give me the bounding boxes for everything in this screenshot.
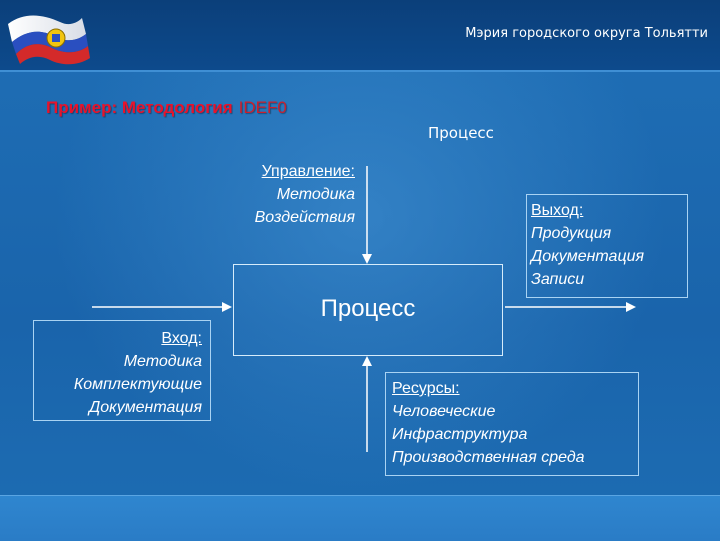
control-item: Воздействия [254, 209, 355, 226]
footer-bar [0, 495, 720, 541]
organization-title: Мэрия городского округа Тольятти [465, 26, 708, 41]
resources-item: Человеческие [392, 403, 496, 420]
process-box: Процесс [233, 264, 503, 356]
slide-subtitle: Процесс [428, 124, 494, 142]
output-item: Документация [531, 248, 645, 265]
slide-title-tail: IDEF0 [238, 98, 287, 117]
output-item: Продукция [531, 225, 612, 242]
output-item: Записи [531, 271, 585, 288]
slide-title: Пример: Методология IDEF0 [46, 98, 287, 118]
resources-item: Инфраструктура [392, 426, 528, 443]
resources-heading: Ресурсы: [392, 380, 460, 397]
input-item: Методика [123, 353, 202, 370]
resources-box: Ресурсы: Человеческие Инфраструктура Про… [385, 372, 639, 476]
header-bar: Мэрия городского округа Тольятти [0, 0, 720, 72]
input-heading: Вход: [161, 330, 202, 347]
control-heading: Управление: [261, 163, 355, 180]
output-heading: Выход: [531, 202, 584, 219]
process-label: Процесс [320, 295, 416, 322]
flag-logo-icon [8, 15, 90, 65]
input-box: Вход: Методика Комплектующие Документаци… [33, 320, 211, 421]
input-item: Документация [88, 399, 202, 416]
slide-title-main: Пример: Методология [46, 98, 233, 117]
resources-item: Производственная среда [392, 449, 585, 466]
output-box: Выход: Продукция Документация Записи [526, 194, 688, 298]
control-item: Методика [276, 186, 355, 203]
control-block: Управление: Методика Воздействия [224, 160, 355, 229]
input-item: Комплектующие [73, 376, 202, 393]
